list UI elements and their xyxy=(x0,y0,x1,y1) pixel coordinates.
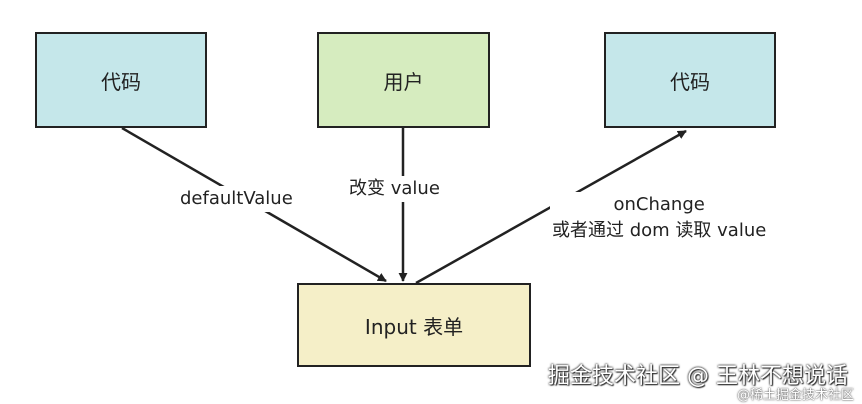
on-change-text: onChange xyxy=(613,194,705,215)
watermark: 掘金技术社区 @ 王林不想说话 xyxy=(548,364,848,389)
user-node-label: 用户 xyxy=(383,69,424,94)
edge-label-change-value: 改变 value xyxy=(347,176,442,202)
input-form-node-label: Input 表单 xyxy=(364,314,464,339)
watermark-sub: @稀土掘金技术社区 xyxy=(736,388,854,403)
code-node-left-label: 代码 xyxy=(101,69,141,94)
code-node-left: 代码 xyxy=(35,32,207,128)
user-node: 用户 xyxy=(317,32,490,128)
change-value-text: 改变 value xyxy=(349,178,440,199)
edge-label-on-change: onChange 或者通过 dom 读取 value xyxy=(550,192,769,244)
read-dom-value-text: 或者通过 dom 读取 value xyxy=(552,220,767,241)
edge-label-default-value: defaultValue xyxy=(178,186,295,212)
default-value-text: defaultValue xyxy=(180,188,293,209)
code-node-right-label: 代码 xyxy=(670,69,710,94)
code-node-right: 代码 xyxy=(604,32,776,128)
input-form-node: Input 表单 xyxy=(297,283,531,367)
